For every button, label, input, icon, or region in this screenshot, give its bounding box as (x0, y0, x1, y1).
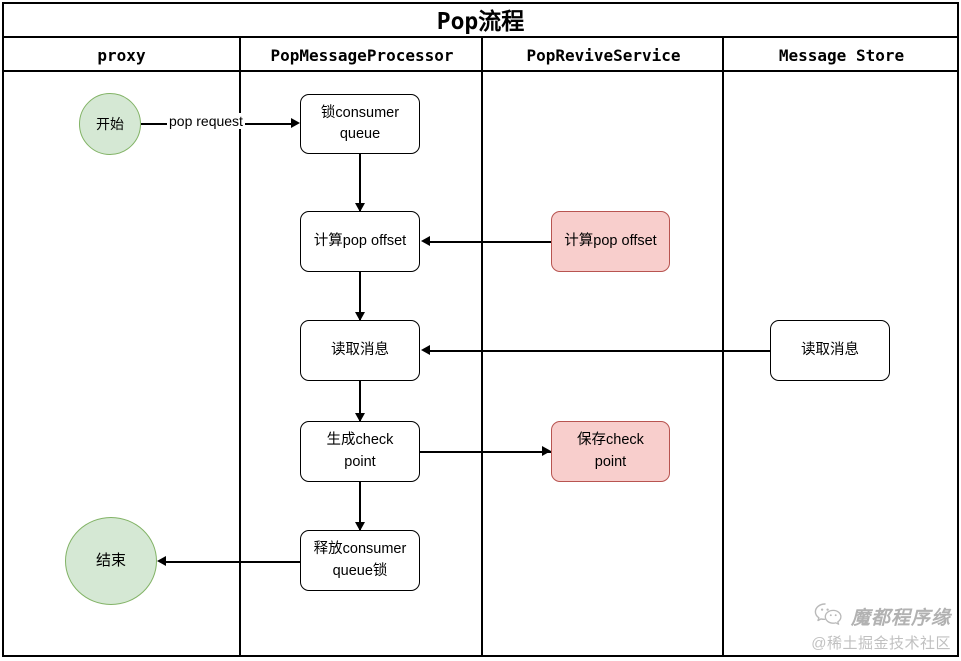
node-end-label: 结束 (95, 552, 126, 570)
edge-gen-checkpoint-to-release-queue-arrowhead (355, 522, 365, 531)
edge-lock-queue-to-calc-offset (359, 154, 361, 211)
edge-label-pop-request: pop request (167, 113, 245, 129)
edge-start-to-lock-queue-arrowhead (291, 118, 300, 128)
node-calc-pop-offset-processor-label: 计算pop offset (313, 232, 407, 249)
edge-read-message-to-gen-checkpoint-arrowhead (355, 413, 365, 422)
diagram-title-bar: Pop流程 (2, 2, 959, 38)
node-save-check-point-label-line1: 保存check (577, 432, 644, 449)
lane-divider-3 (722, 38, 724, 657)
lane-header-popreviveservice: PopReviveService (526, 45, 681, 65)
node-calc-pop-offset-revive-label: 计算pop offset (564, 232, 657, 249)
node-start[interactable]: 开始 (79, 93, 141, 155)
lane-divider-2 (481, 38, 483, 657)
node-generate-check-point-label-line2: point (344, 453, 376, 470)
wechat-icon (814, 602, 844, 631)
edge-release-queue-to-end (165, 561, 300, 563)
node-read-message-store[interactable]: 读取消息 (770, 320, 890, 381)
edge-lock-queue-to-calc-offset-arrowhead (355, 203, 365, 212)
watermark: 魔都程序缘 @稀土掘金技术社区 (736, 602, 951, 653)
edge-gen-checkpoint-to-save-checkpoint (420, 451, 551, 453)
node-lock-consumer-queue[interactable]: 锁consumer queue (300, 94, 420, 154)
node-generate-check-point-label-line1: 生成check (326, 432, 394, 449)
edge-read-message-to-gen-checkpoint (359, 381, 361, 421)
watermark-subtitle: @稀土掘金技术社区 (811, 635, 951, 652)
node-lock-consumer-queue-label-line1: 锁consumer (320, 104, 400, 121)
node-save-check-point[interactable]: 保存check point (551, 421, 670, 482)
edge-revive-calc-to-processor-calc-arrowhead (421, 236, 430, 246)
edge-revive-calc-to-processor-calc (429, 241, 551, 243)
edge-store-read-to-processor-read (429, 350, 770, 352)
edge-release-queue-to-end-arrowhead (157, 556, 166, 566)
node-read-message-store-label: 读取消息 (801, 341, 859, 358)
node-release-consumer-queue-lock-label-line2: queue锁 (332, 562, 388, 579)
node-read-message-processor-label: 读取消息 (331, 341, 389, 358)
node-save-check-point-label-line2: point (594, 453, 627, 470)
lane-header-messagestore: Message Store (778, 45, 905, 65)
edge-gen-checkpoint-to-release-queue (359, 482, 361, 530)
page-title: Pop流程 (436, 9, 525, 35)
node-start-label: 开始 (96, 115, 124, 132)
lane-divider-1 (239, 38, 241, 657)
node-read-message-processor[interactable]: 读取消息 (300, 320, 420, 381)
edge-gen-checkpoint-to-save-checkpoint-arrowhead (542, 446, 551, 456)
node-calc-pop-offset-revive[interactable]: 计算pop offset (551, 211, 670, 272)
node-release-consumer-queue-lock[interactable]: 释放consumer queue锁 (300, 530, 420, 591)
lane-header-row: proxy PopMessageProcessor PopReviveServi… (2, 38, 959, 72)
edge-store-read-to-processor-read-arrowhead (421, 345, 430, 355)
edge-calc-offset-to-read-message-arrowhead (355, 312, 365, 321)
node-calc-pop-offset-processor[interactable]: 计算pop offset (300, 211, 420, 272)
watermark-brand: 魔都程序缘 (850, 608, 951, 629)
node-release-consumer-queue-lock-label-line1: 释放consumer (313, 541, 407, 558)
node-end[interactable]: 结束 (65, 517, 157, 605)
lane-header-proxy: proxy (97, 45, 146, 65)
edge-calc-offset-to-read-message (359, 272, 361, 328)
node-generate-check-point[interactable]: 生成check point (300, 421, 420, 482)
node-lock-consumer-queue-label-line2: queue (339, 126, 381, 142)
lane-header-popmessageprocessor: PopMessageProcessor (270, 45, 454, 65)
